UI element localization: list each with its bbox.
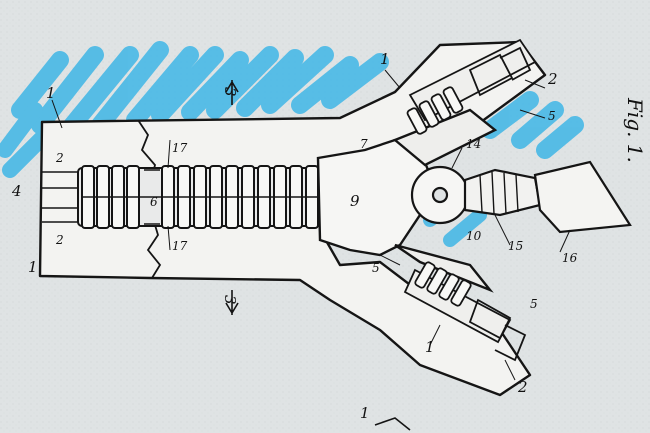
label-gap: 6 [150, 195, 158, 209]
tape-center-lines [42, 171, 80, 223]
label-elements-bottom: 17 [172, 239, 188, 253]
label-pull-link: 15 [508, 239, 523, 253]
label-bottom-mark: 1 [360, 404, 370, 422]
label-bead-left-bottom: 2 [55, 233, 64, 247]
label-elements-top: 17 [172, 141, 188, 155]
label-bead-left-top: 2 [55, 151, 64, 165]
label-bead-lower-end: 2 [517, 378, 528, 396]
label-stop-upper: 5 [548, 109, 556, 123]
lower-element-chain [403, 261, 527, 362]
label-tape-upper-left: 1 [46, 84, 56, 102]
label-bead-upper-end: 2 [547, 70, 558, 88]
figure-label: Fig. 1. [623, 97, 647, 163]
label-tape-upper-right: 1 [380, 50, 390, 68]
leader-lines [51, 69, 571, 381]
label-slider-neck: 7 [360, 137, 368, 151]
label-pull-pin: 14 [466, 137, 481, 151]
pull-tab [410, 160, 632, 234]
label-tape-lower-right: 1 [425, 338, 435, 356]
label-pull-ring: 10 [466, 229, 482, 243]
label-edge-left: 4 [11, 182, 22, 200]
label-pull-tab: 16 [562, 251, 578, 265]
section-marker-bottom: 3 [221, 295, 239, 305]
label-slider-side-lower: 5 [372, 261, 380, 275]
section-marker-top: 3 [221, 87, 239, 97]
label-stop-lower: 5 [530, 297, 538, 311]
bottom-fragment [374, 417, 411, 431]
upper-element-chain [406, 38, 537, 135]
label-tape-lower-left: 1 [28, 258, 38, 276]
slider [316, 108, 498, 293]
section-arrows [225, 80, 239, 315]
label-slider-body: 9 [350, 192, 360, 210]
left-element-chain [77, 165, 324, 229]
